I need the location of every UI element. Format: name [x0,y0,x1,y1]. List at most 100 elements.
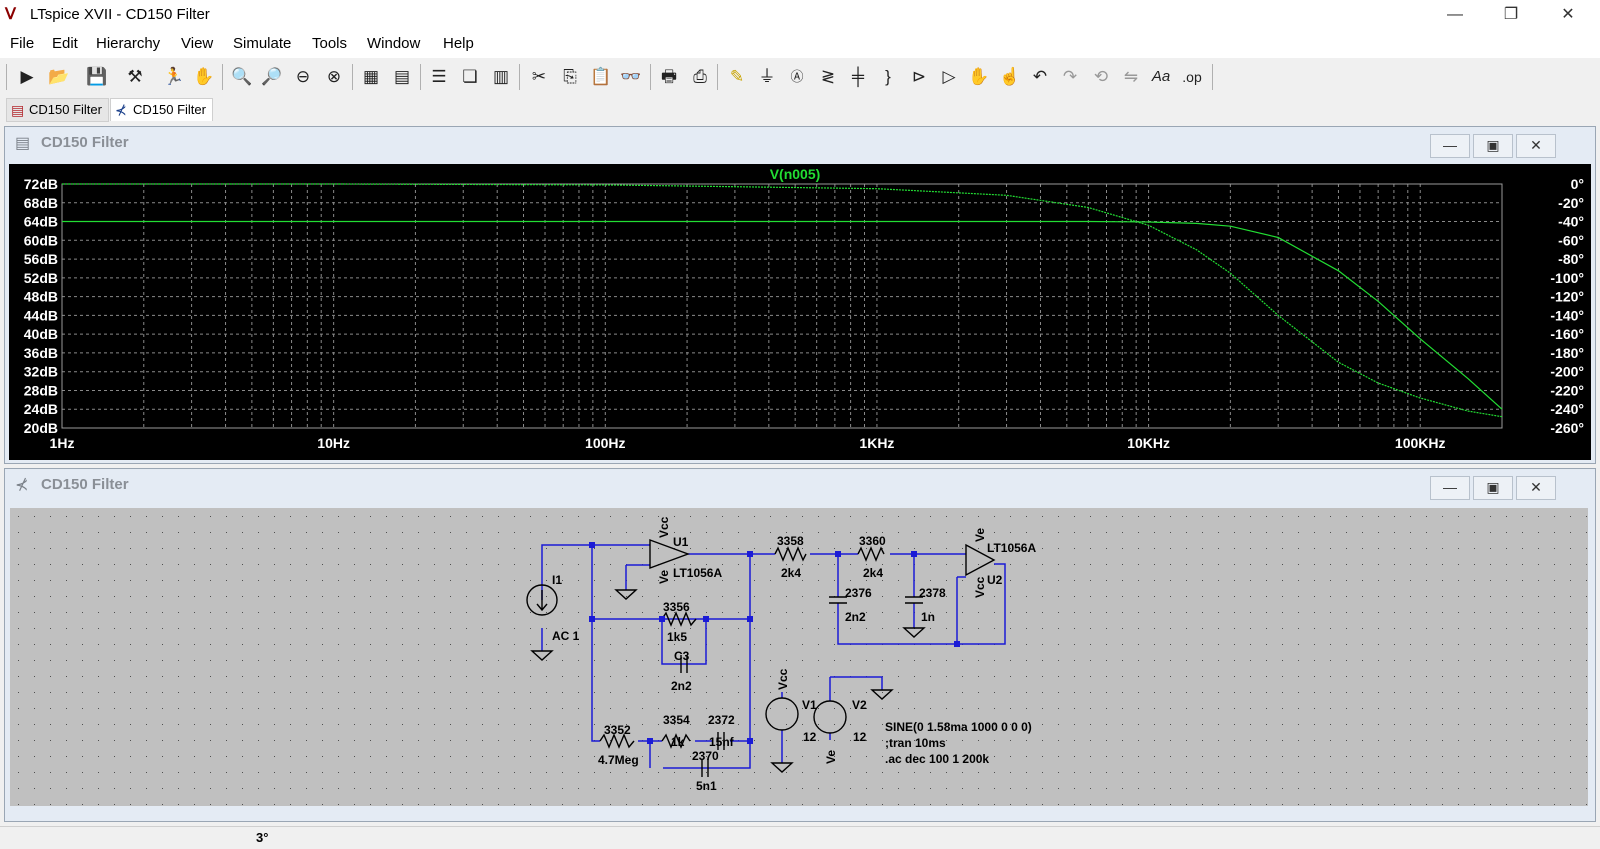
y-tick-label: 56dB [24,251,58,267]
restore-button[interactable]: ❐ [1503,6,1519,23]
toolbar: ▶ 📂 💾 ⚒ 🏃 ✋ 🔍 🔎 ⊖ ⊗ ▦ ▤ ☰ ❏ ▥ ✂ ⎘ 📋 👓 🖶 … [0,58,1600,97]
trace-label[interactable]: V(n005) [770,166,821,182]
capacitor-c3[interactable] [680,655,688,673]
copy-icon[interactable]: ⎘ [563,67,577,86]
capacitor-2378[interactable] [905,596,923,604]
text-icon[interactable]: Aa [1151,68,1171,85]
autorange-icon[interactable]: ▤ [393,67,411,86]
opamp-u2[interactable] [965,543,996,577]
magnitude-trace [62,220,1503,410]
value-label: 2k4 [781,566,801,580]
source-spec[interactable]: SINE(0 1.58ma 1000 0 0 0) [885,720,1032,734]
x-tick-label: 10Hz [317,435,350,451]
ref-label: 2376 [845,586,872,600]
resistor-3354[interactable] [661,733,691,749]
zoom-area-icon[interactable]: 🔎 [261,67,283,86]
minimize-button[interactable]: — [1430,134,1470,158]
current-source-i1[interactable] [526,584,558,616]
net-label: Ve [824,750,838,764]
tab-waveform[interactable]: ▤ CD150 Filter [6,98,109,122]
autoscale-icon[interactable]: ▦ [362,67,380,86]
capacitor-2372[interactable] [717,732,725,750]
capacitor-2376[interactable] [829,596,847,604]
spice-directive[interactable]: ;tran 10ms [885,736,946,750]
zoom-in-icon[interactable]: 🔍 [231,67,253,86]
ground-icon[interactable]: ⏚ [758,67,776,86]
menu-view[interactable]: View [181,35,214,52]
net-label: Vcc [973,576,987,598]
close-button[interactable]: ✕ [1516,476,1556,500]
maximize-button[interactable]: ▣ [1473,134,1513,158]
capacitor-icon[interactable]: ╪ [851,67,865,86]
menu-simulate[interactable]: Simulate [233,35,292,52]
mirror-icon[interactable]: ⇋ [1123,67,1139,86]
run-icon[interactable]: ▶ [20,67,34,86]
cut-icon[interactable]: ✂ [531,67,547,86]
redo-icon[interactable]: ↷ [1062,67,1078,86]
paste-icon[interactable]: 📋 [590,67,612,86]
save-icon[interactable]: 💾 [86,67,108,86]
minimize-button[interactable]: — [1447,6,1463,23]
tile-horizontal-icon[interactable]: ☰ [431,67,447,86]
phase-trace [62,183,1503,418]
document-tabs: ▤ CD150 Filter ⊀ CD150 Filter [0,96,1600,122]
resistor-icon[interactable]: ≷ [820,67,836,86]
menu-file[interactable]: File [10,35,35,52]
minimize-button[interactable]: — [1430,476,1470,500]
opamp-u1[interactable] [649,538,691,570]
y2-tick-label: -140° [1550,307,1584,323]
zoom-cancel-icon[interactable]: ⊗ [326,67,342,86]
resistor-3360[interactable] [857,546,885,562]
menu-help[interactable]: Help [443,35,474,52]
y-tick-label: 72dB [24,176,58,192]
y-tick-label: 24dB [24,401,58,417]
menu-tools[interactable]: Tools [312,35,348,52]
title-bar: Ⅴ LTspice XVII - CD150 Filter — ❐ ✕ [0,0,1600,30]
label-net-icon[interactable]: Ⓐ [790,69,804,84]
spice-directive-icon[interactable]: .op [1182,69,1202,85]
resistor-3356[interactable] [661,611,697,627]
waveform-plot[interactable]: 72dB68dB64dB60dB56dB52dB48dB44dB40dB36dB… [9,164,1591,460]
maximize-button[interactable]: ▣ [1473,476,1513,500]
spice-directive[interactable]: .ac dec 100 1 200k [885,752,989,766]
resistor-3358[interactable] [774,546,807,562]
pan-icon[interactable]: ✋ [193,67,215,86]
x-tick-label: 10KHz [1127,435,1170,451]
drag-icon[interactable]: ☝ [999,67,1021,86]
tab-schematic[interactable]: ⊀ CD150 Filter [110,98,213,121]
voltage-source-v2[interactable] [813,700,847,734]
toolbar-separator [519,64,520,90]
close-button[interactable]: ✕ [1516,134,1556,158]
waveform-icon: ▤ [11,102,25,118]
tab-label: CD150 Filter [133,102,206,117]
zoom-out-icon[interactable]: ⊖ [295,67,311,86]
rotate-icon[interactable]: ⟲ [1093,67,1109,86]
value-label: 2n2 [845,610,866,624]
print-icon[interactable]: ⎙ [693,67,707,86]
y2-tick-label: -20° [1558,195,1584,211]
print-preview-icon[interactable]: 🖶 [660,67,678,86]
inductor-icon[interactable]: } [885,67,891,86]
voltage-source-v1[interactable] [765,697,799,731]
tile-vertical-icon[interactable]: ▥ [492,67,510,86]
plot-frame [61,183,1503,429]
draw-wire-icon[interactable]: ✎ [729,67,745,86]
move-icon[interactable]: ✋ [968,67,990,86]
halt-icon[interactable]: 🏃 [163,67,185,86]
resistor-3352[interactable] [599,733,635,749]
capacitor-2370[interactable] [701,759,709,777]
open-icon[interactable]: 📂 [48,67,70,86]
undo-icon[interactable]: ↶ [1032,67,1048,86]
window-title: LTspice XVII - CD150 Filter [30,6,210,23]
component-icon[interactable]: ▷ [942,67,956,86]
close-button[interactable]: ✕ [1561,6,1575,23]
schematic-canvas[interactable]: U1 LT1056A Vcc Ve 3358 2k4 3360 2k4 LT10… [10,508,1588,806]
diode-icon[interactable]: ⊳ [911,67,927,86]
schematic-labels: U1 LT1056A Vcc Ve 3358 2k4 3360 2k4 LT10… [552,516,1036,793]
control-panel-icon[interactable]: ⚒ [127,67,143,86]
menu-hierarchy[interactable]: Hierarchy [96,35,161,52]
menu-window[interactable]: Window [367,35,421,52]
find-icon[interactable]: 👓 [620,67,642,86]
cascade-icon[interactable]: ❏ [462,67,478,86]
menu-edit[interactable]: Edit [52,35,78,52]
